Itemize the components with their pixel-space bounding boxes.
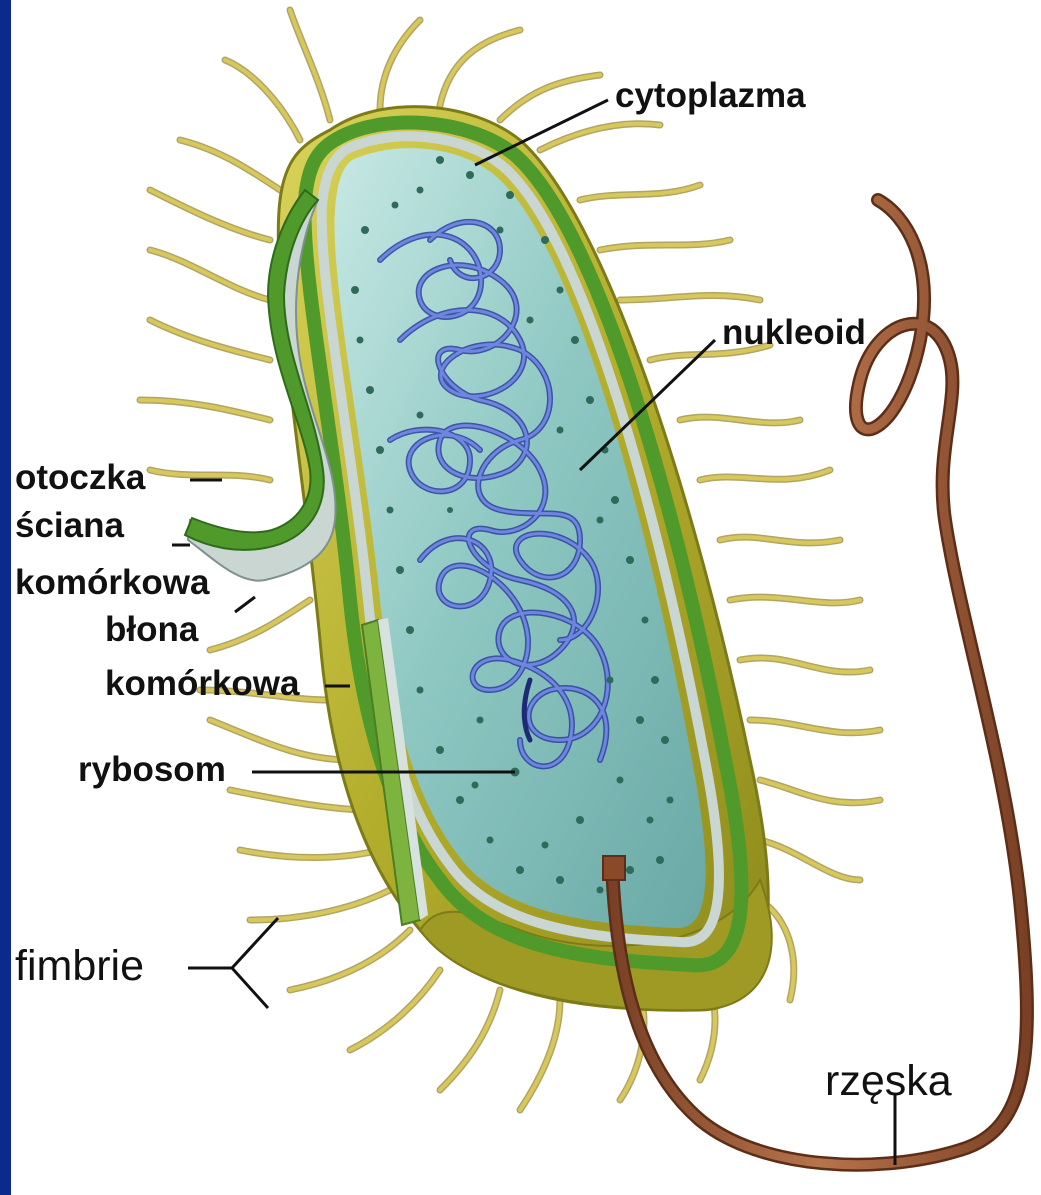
label-blona-1: błona xyxy=(105,612,198,647)
label-blona-2: komórkowa xyxy=(105,666,300,701)
label-nukleoid: nukleoid xyxy=(722,315,866,350)
leader-fimbrie xyxy=(188,918,278,1008)
label-fimbrie: fimbrie xyxy=(15,945,144,988)
flagellum-base xyxy=(603,856,625,880)
label-rybosom: rybosom xyxy=(78,752,226,787)
label-sciana-2: komórkowa xyxy=(15,565,210,600)
label-rzeska: rzęska xyxy=(825,1060,952,1103)
label-otoczka: otoczka xyxy=(15,460,145,495)
label-cytoplazma: cytoplazma xyxy=(615,78,806,113)
label-sciana-1: ściana xyxy=(15,508,124,543)
leader-blona xyxy=(235,597,255,612)
